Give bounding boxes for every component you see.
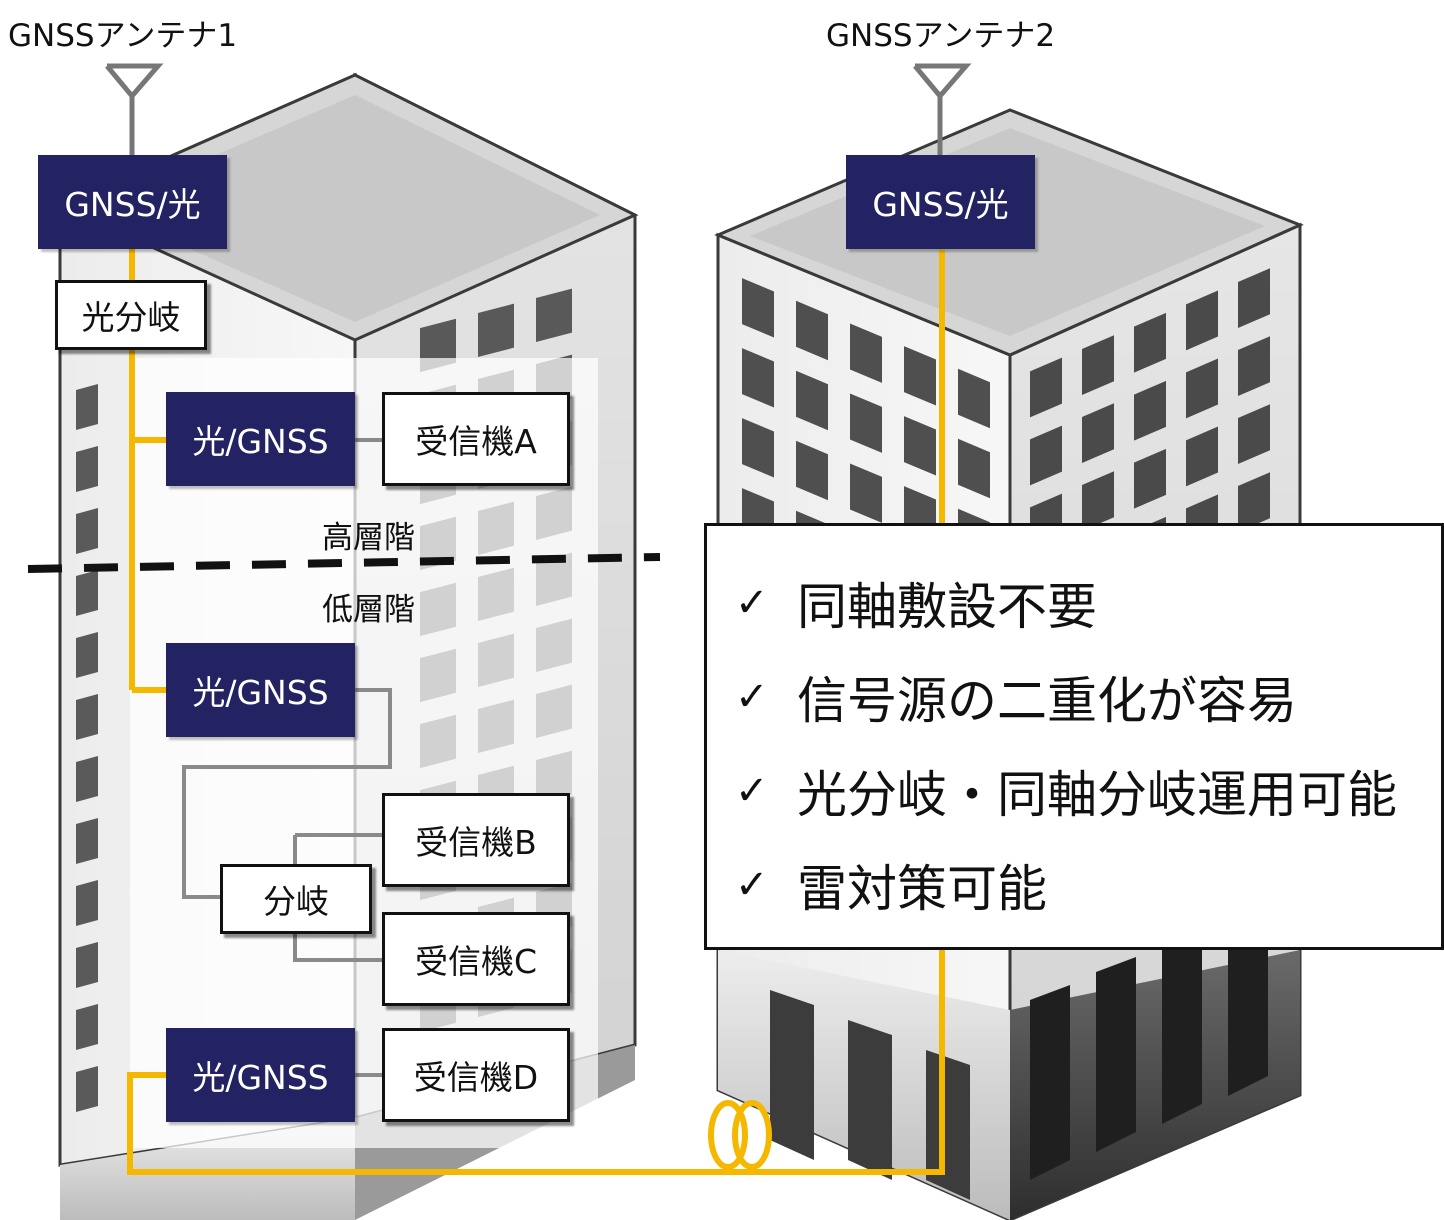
- window: [1134, 312, 1166, 373]
- window: [770, 990, 814, 1160]
- window: [850, 463, 882, 523]
- window: [76, 570, 98, 616]
- window: [1186, 290, 1218, 351]
- receiver-d: 受信機D: [382, 1028, 570, 1122]
- window: [478, 303, 514, 358]
- window: [796, 300, 828, 361]
- window: [1030, 357, 1062, 418]
- benefit-item: ✓ 同軸敷設不要: [735, 556, 1441, 650]
- window: [742, 348, 774, 408]
- antenna-2-icon: [913, 63, 972, 155]
- optical-gnss-converter-bottom: 光/GNSS: [166, 1028, 355, 1122]
- check-icon: ✓: [735, 580, 769, 626]
- window: [958, 368, 990, 429]
- window: [796, 440, 828, 501]
- window: [1096, 957, 1136, 1152]
- window: [1186, 358, 1218, 419]
- window: [76, 1066, 98, 1112]
- benefit-text: 信号源の二重化が容易: [797, 672, 1297, 730]
- window: [76, 632, 98, 678]
- floor-cutaway-panel: [130, 358, 598, 1148]
- antenna-1-icon: [105, 63, 164, 155]
- benefit-item: ✓ 光分岐・同軸分岐運用可能: [735, 744, 1441, 838]
- fiber-coil-icon: [708, 1100, 772, 1170]
- check-icon: ✓: [735, 674, 769, 720]
- antenna-2-label: GNSSアンテナ2: [826, 18, 1056, 54]
- window: [1030, 985, 1070, 1180]
- window: [76, 446, 98, 492]
- optical-gnss-converter-lower: 光/GNSS: [166, 643, 355, 737]
- window: [76, 384, 98, 430]
- window: [1238, 404, 1270, 464]
- benefit-item: ✓ 信号源の二重化が容易: [735, 650, 1441, 744]
- window: [536, 288, 572, 342]
- gnss-optical-converter-1: GNSS/光: [38, 155, 227, 249]
- window: [1030, 425, 1062, 486]
- floor-divider-line: [27, 553, 661, 573]
- upper-floor-label: 高層階: [322, 520, 415, 556]
- benefit-text: 光分岐・同軸分岐運用可能: [797, 766, 1397, 824]
- window: [848, 1020, 892, 1180]
- window: [1238, 472, 1270, 532]
- left-building-window-columns: [76, 384, 98, 1112]
- window: [1134, 380, 1166, 441]
- window: [742, 418, 774, 478]
- window: [76, 942, 98, 988]
- optical-gnss-converter-upper: 光/GNSS: [166, 392, 355, 486]
- window: [1186, 426, 1218, 487]
- benefit-text: 同軸敷設不要: [797, 578, 1097, 636]
- check-icon: ✓: [735, 768, 769, 814]
- receiver-c: 受信機C: [382, 912, 570, 1006]
- window: [958, 438, 990, 499]
- window: [1082, 335, 1114, 396]
- window: [850, 323, 882, 383]
- window: [904, 346, 936, 406]
- receiver-a: 受信機A: [382, 392, 570, 486]
- benefit-text: 雷対策可能: [797, 860, 1047, 918]
- window: [76, 1004, 98, 1050]
- window: [1162, 929, 1202, 1124]
- window: [76, 508, 98, 554]
- window: [850, 393, 882, 453]
- optical-splitter: 光分岐: [55, 280, 207, 350]
- window: [1134, 448, 1166, 509]
- window: [76, 880, 98, 926]
- window: [796, 370, 828, 431]
- window: [1082, 471, 1114, 532]
- lower-floor-label: 低層階: [322, 592, 415, 628]
- receiver-b: 受信機B: [382, 793, 570, 887]
- window: [1238, 268, 1270, 328]
- window: [742, 278, 774, 338]
- gnss-optical-converter-2: GNSS/光: [846, 155, 1035, 249]
- window: [904, 416, 936, 476]
- benefits-callout: ✓ 同軸敷設不要 ✓ 信号源の二重化が容易 ✓ 光分岐・同軸分岐運用可能 ✓ 雷…: [704, 523, 1444, 950]
- window: [1082, 403, 1114, 464]
- benefit-item: ✓ 雷対策可能: [735, 838, 1441, 932]
- check-icon: ✓: [735, 862, 769, 908]
- window: [926, 1050, 970, 1200]
- antenna-1-label: GNSSアンテナ1: [8, 18, 238, 54]
- coax-cables: [182, 438, 392, 1077]
- window: [76, 694, 98, 740]
- window: [76, 818, 98, 864]
- window: [76, 756, 98, 802]
- coax-splitter: 分岐: [220, 864, 372, 934]
- window: [1238, 336, 1270, 396]
